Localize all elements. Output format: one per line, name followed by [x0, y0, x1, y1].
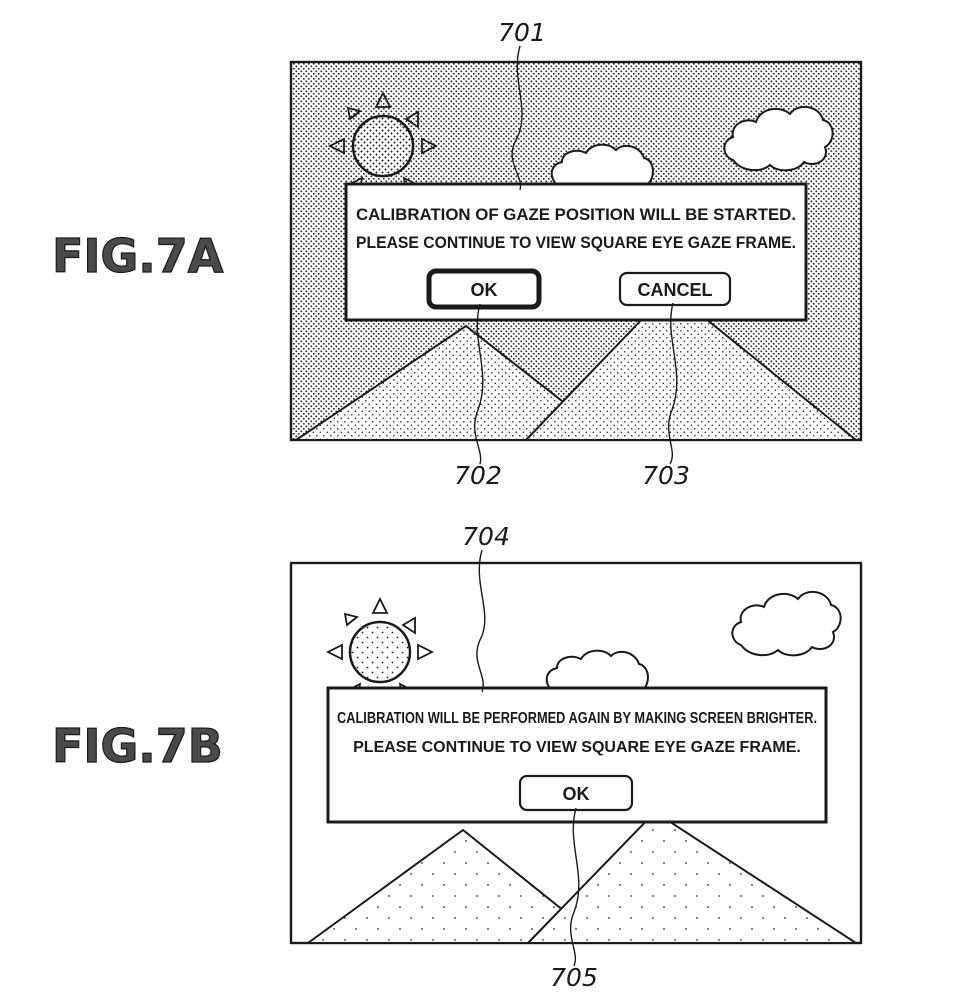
reference-numeral-703: 703 — [642, 461, 690, 490]
leader-line-701 — [511, 45, 523, 191]
display-screen: CALIBRATION OF GAZE POSITION WILL BE STA… — [289, 60, 863, 442]
leader-line-704 — [476, 549, 486, 693]
leader-line-705 — [569, 807, 580, 967]
calibration-start-dialog: CALIBRATION OF GAZE POSITION WILL BE STA… — [344, 182, 808, 322]
cloud-icon — [550, 143, 654, 185]
cloud-icon — [545, 649, 649, 691]
figure-7b: FIG.7B — [51, 522, 863, 992]
dialog-message-line-1: CALIBRATION WILL BE PERFORMED AGAIN BY M… — [337, 710, 817, 727]
dialog-message-line-1: CALIBRATION OF GAZE POSITION WILL BE STA… — [356, 205, 796, 224]
cloud-icon — [731, 590, 842, 657]
dialog-message-line-2: PLEASE CONTINUE TO VIEW SQUARE EYE GAZE … — [356, 233, 796, 252]
cloud-icon — [723, 105, 834, 172]
mountain-icon — [304, 810, 860, 944]
ok-button-label: OK — [471, 280, 498, 300]
leader-line-702 — [473, 303, 484, 465]
figure-label: FIG.7A — [52, 229, 224, 283]
leader-line-703 — [667, 302, 678, 465]
ok-button[interactable]: OK — [518, 774, 634, 812]
ok-button[interactable]: OK — [426, 268, 542, 310]
cancel-button[interactable]: CANCEL — [618, 271, 732, 307]
cancel-button-label: CANCEL — [638, 280, 713, 300]
figure-label: FIG.7B — [52, 719, 223, 773]
display-screen: CALIBRATION WILL BE PERFORMED AGAIN BY M… — [289, 561, 863, 945]
reference-numeral-704: 704 — [462, 522, 510, 551]
reference-numeral-701: 701 — [498, 18, 546, 47]
calibration-retry-dialog: CALIBRATION WILL BE PERFORMED AGAIN BY M… — [326, 686, 828, 824]
dialog-message-line-2: PLEASE CONTINUE TO VIEW SQUARE EYE GAZE … — [353, 739, 801, 756]
figure-7a: FIG.7A — [51, 18, 863, 490]
sun-icon — [325, 596, 435, 699]
reference-numeral-705: 705 — [550, 963, 598, 992]
reference-numeral-702: 702 — [454, 461, 502, 490]
mountain-icon — [292, 288, 859, 441]
ok-button-label: OK — [563, 784, 590, 804]
sun-icon — [327, 90, 439, 193]
